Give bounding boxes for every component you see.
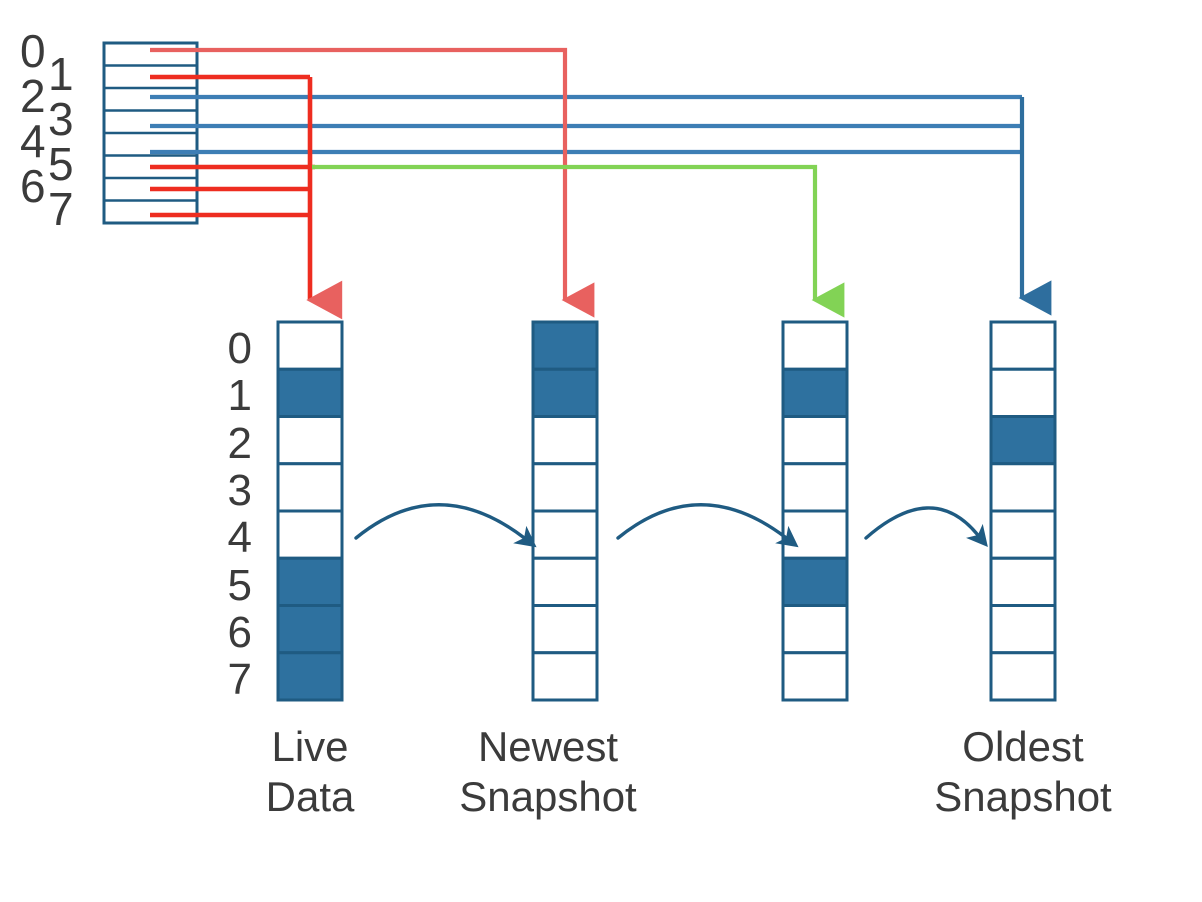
cell-third-snapshot-2[interactable] bbox=[781, 415, 849, 466]
cell-live-data-4[interactable] bbox=[276, 509, 344, 560]
source-index-label-3: 3 bbox=[48, 93, 74, 145]
source-table-grid bbox=[102, 41, 199, 225]
wire-group-blue-to-oldest-snapshot bbox=[150, 94, 1022, 155]
cell-newest-snapshot-5[interactable] bbox=[531, 556, 599, 607]
cell-oldest-snapshot-7[interactable] bbox=[989, 651, 1057, 702]
column-caption-newest-snapshot-line1: Newest bbox=[477, 723, 619, 770]
column-caption-oldest-snapshot-line2: Snapshot bbox=[934, 773, 1112, 820]
column-caption-live-data-line1: Live bbox=[271, 723, 349, 770]
flow-arrow-group bbox=[354, 503, 988, 548]
column-caption-live-data-line2: Data bbox=[265, 773, 355, 820]
cell-newest-snapshot-1[interactable] bbox=[531, 367, 599, 418]
cell-third-snapshot-7[interactable] bbox=[781, 651, 849, 702]
cell-oldest-snapshot-4[interactable] bbox=[989, 509, 1057, 560]
cell-third-snapshot-3[interactable] bbox=[781, 462, 849, 513]
cell-oldest-snapshot-2[interactable] bbox=[989, 415, 1057, 466]
cell-oldest-snapshot-1[interactable] bbox=[989, 367, 1057, 418]
source-index-label-7: 7 bbox=[48, 183, 74, 235]
cell-newest-snapshot-4[interactable] bbox=[531, 509, 599, 560]
source-index-label-4: 4 bbox=[20, 115, 46, 167]
cell-live-data-6[interactable] bbox=[276, 604, 344, 655]
column-row-index-3: 3 bbox=[227, 466, 252, 515]
cell-oldest-snapshot-0[interactable] bbox=[989, 320, 1057, 371]
flow-arrow-newest-to-third bbox=[616, 503, 799, 548]
cell-live-data-2[interactable] bbox=[276, 415, 344, 466]
source-index-label-5: 5 bbox=[48, 138, 74, 190]
column-caption-newest-snapshot-line2: Snapshot bbox=[459, 773, 637, 820]
cell-third-snapshot-0[interactable] bbox=[781, 320, 849, 371]
wire-group-red-to-live-data bbox=[150, 74, 310, 218]
column-caption-oldest-snapshot-line1: Oldest bbox=[962, 723, 1084, 770]
wire-row-5-to-third-snapshot bbox=[312, 164, 845, 318]
cell-live-data-5[interactable] bbox=[276, 556, 344, 607]
wire-row-0-to-newest-snapshot bbox=[150, 47, 595, 318]
cell-third-snapshot-1[interactable] bbox=[781, 367, 849, 418]
column-third-snapshot[interactable] bbox=[781, 320, 849, 702]
cell-third-snapshot-6[interactable] bbox=[781, 604, 849, 655]
column-caption-oldest-snapshot: Oldest Snapshot bbox=[913, 722, 1133, 822]
cell-newest-snapshot-3[interactable] bbox=[531, 462, 599, 513]
cell-third-snapshot-4[interactable] bbox=[781, 509, 849, 560]
column-row-index-4: 4 bbox=[227, 513, 252, 562]
column-oldest-snapshot[interactable] bbox=[989, 320, 1057, 702]
source-index-label-0: 0 bbox=[20, 25, 46, 77]
cell-newest-snapshot-7[interactable] bbox=[531, 651, 599, 702]
column-row-index-2: 2 bbox=[227, 419, 252, 468]
cell-live-data-3[interactable] bbox=[276, 462, 344, 513]
column-row-index-7: 7 bbox=[227, 655, 252, 704]
cell-live-data-7[interactable] bbox=[276, 651, 344, 702]
cell-live-data-0[interactable] bbox=[276, 320, 344, 371]
column-row-index-1: 1 bbox=[227, 371, 252, 420]
column-row-index-5: 5 bbox=[227, 561, 252, 610]
cell-newest-snapshot-0[interactable] bbox=[531, 320, 599, 371]
column-row-index-6: 6 bbox=[227, 608, 252, 657]
column-row-index-0: 0 bbox=[227, 324, 252, 373]
column-caption-newest-snapshot: Newest Snapshot bbox=[438, 722, 658, 822]
cell-oldest-snapshot-3[interactable] bbox=[989, 462, 1057, 513]
cell-oldest-snapshot-6[interactable] bbox=[989, 604, 1057, 655]
cell-third-snapshot-5[interactable] bbox=[781, 556, 849, 607]
cell-oldest-snapshot-5[interactable] bbox=[989, 556, 1057, 607]
flow-arrow-live-to-newest bbox=[354, 503, 537, 548]
cell-newest-snapshot-2[interactable] bbox=[531, 415, 599, 466]
source-index-label-1: 1 bbox=[48, 48, 74, 100]
source-index-label-6: 6 bbox=[20, 160, 46, 212]
source-index-label-2: 2 bbox=[20, 70, 46, 122]
flow-arrow-third-to-oldest bbox=[864, 506, 988, 548]
column-caption-live-data: Live Data bbox=[200, 722, 420, 822]
column-newest-snapshot[interactable] bbox=[531, 320, 599, 702]
column-live-data[interactable] bbox=[276, 320, 344, 702]
cell-live-data-1[interactable] bbox=[276, 367, 344, 418]
cell-newest-snapshot-6[interactable] bbox=[531, 604, 599, 655]
